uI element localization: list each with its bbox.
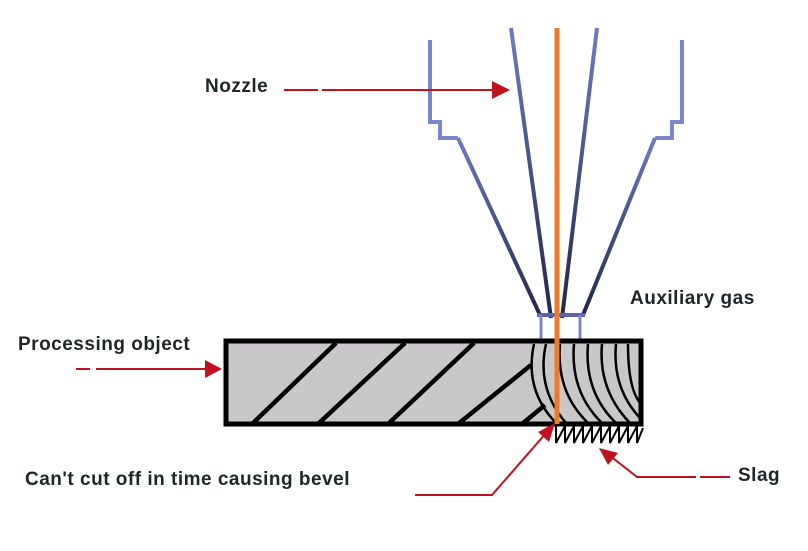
nozzle-inner-left [509, 27, 553, 319]
nozzle-outer-left-taper [456, 137, 542, 316]
nozzle-inner-right [560, 27, 599, 319]
slag-label: Slag [738, 465, 780, 486]
processing-object-label: Processing object [18, 334, 190, 355]
nozzle-arrow [284, 81, 510, 99]
slag-arrow [599, 448, 730, 478]
workpiece-hatch [250, 341, 547, 426]
workpiece [223, 338, 644, 427]
bevel-label: Can't cut off in time causing bevel [25, 469, 350, 490]
nozzle-outer-left [428, 40, 458, 140]
slag [555, 425, 644, 444]
auxiliary-gas-label: Auxiliary gas [630, 288, 755, 309]
nozzle-outer-right-taper [581, 137, 657, 316]
nozzle [428, 27, 684, 341]
nozzle-label: Nozzle [205, 76, 268, 97]
bevel-arrow [415, 423, 555, 496]
processing-object-arrow [76, 360, 222, 378]
nozzle-outer-right [655, 40, 684, 140]
